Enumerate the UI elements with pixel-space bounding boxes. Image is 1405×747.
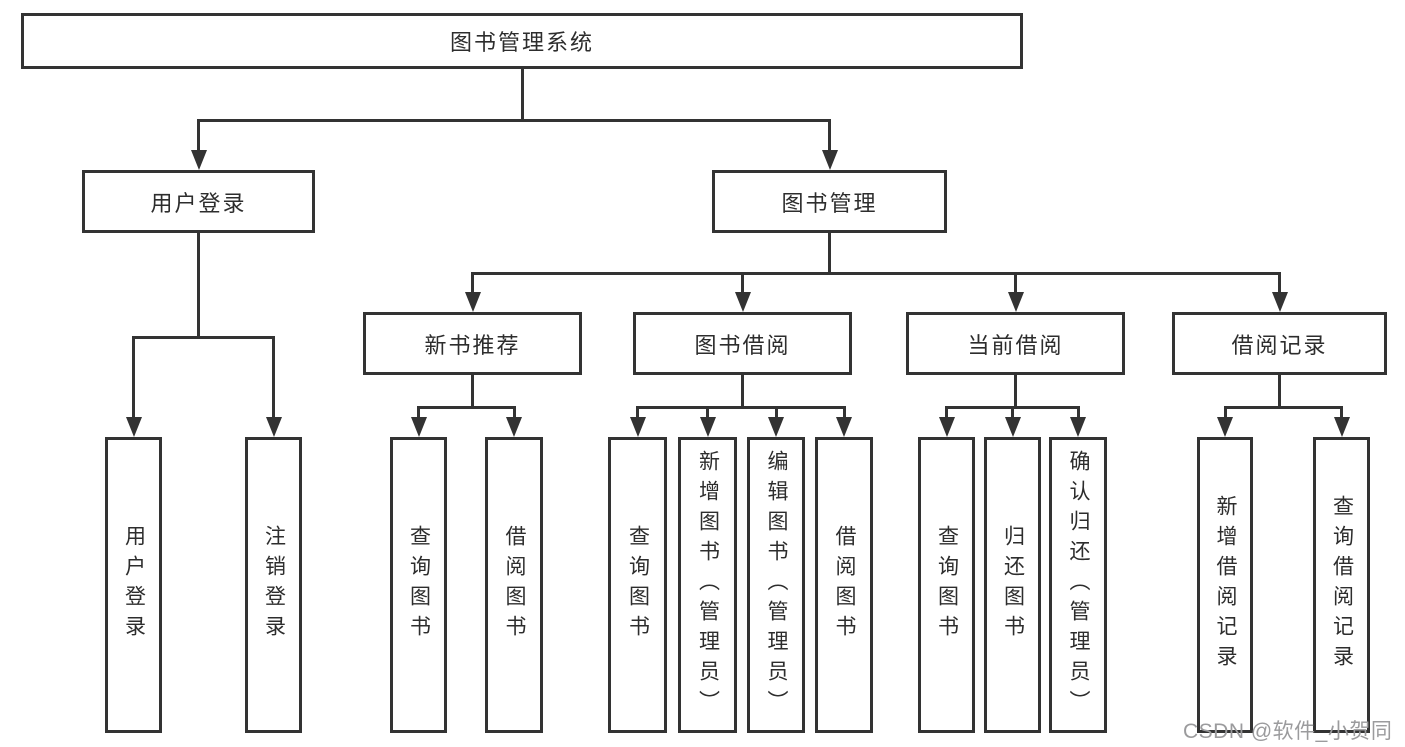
node-leaf-cb-confirm: 确认归还（管理员）: [1049, 437, 1107, 733]
node-label-leaf-cb-confirm: 确认归还（管理员）: [1067, 450, 1090, 720]
connector-parent-stem: [1278, 375, 1281, 409]
arrowhead-down-icon: [629, 417, 646, 437]
arrowhead-down-icon: [821, 150, 838, 170]
arrowhead-down-icon: [464, 292, 481, 312]
connector-child-stem: [132, 336, 135, 420]
connector-junction-line: [132, 336, 275, 339]
node-label-leaf-logout: 注销登录: [262, 525, 286, 645]
connector-child-stem: [1011, 406, 1014, 420]
node-user-login: 用户登录: [82, 170, 315, 233]
node-book-mgmt: 图书管理: [712, 170, 947, 233]
node-label-leaf-bb-edit: 编辑图书（管理员）: [765, 450, 788, 720]
arrowhead-down-icon: [699, 417, 716, 437]
node-label-leaf-bb-query: 查询图书: [626, 525, 650, 645]
node-label-leaf-nb-borrow: 借阅图书: [503, 525, 526, 645]
node-label-leaf-br-add: 新增借阅记录: [1214, 495, 1237, 675]
connector-child-stem: [1340, 406, 1343, 420]
arrowhead-down-icon: [1217, 417, 1233, 437]
arrowhead-down-icon: [410, 417, 427, 437]
node-label-leaf-cb-query: 查询图书: [935, 525, 959, 645]
connector-junction-line: [417, 406, 516, 409]
node-label-leaf-br-query: 查询借阅记录: [1330, 495, 1354, 675]
connector-child-stem: [417, 406, 420, 420]
arrowhead-down-icon: [1333, 417, 1350, 437]
connector-child-stem: [774, 406, 778, 420]
arrowhead-down-icon: [836, 417, 852, 437]
connector-junction-line: [197, 119, 831, 122]
node-leaf-br-add: 新增借阅记录: [1197, 437, 1253, 733]
arrowhead-down-icon: [125, 417, 142, 437]
node-label-new-book-rec: 新书推荐: [424, 332, 521, 358]
node-borrow-records: 借阅记录: [1172, 312, 1387, 375]
connector-child-stem: [197, 119, 200, 153]
connector-parent-stem: [741, 375, 744, 409]
connector-child-stem: [842, 406, 846, 420]
node-label-book-borrow: 图书借阅: [694, 332, 791, 358]
node-label-leaf-user-login: 用户登录: [122, 525, 146, 645]
connector-parent-stem: [197, 233, 200, 339]
node-label-root: 图书管理系统: [449, 30, 594, 55]
arrowhead-down-icon: [1271, 292, 1288, 312]
arrowhead-down-icon: [506, 417, 522, 437]
connector-child-stem: [1278, 272, 1281, 295]
connector-junction-line: [636, 406, 846, 409]
node-book-borrow: 图书借阅: [633, 312, 852, 375]
connector-parent-stem: [471, 375, 474, 409]
node-leaf-cb-return: 归还图书: [984, 437, 1041, 733]
arrowhead-down-icon: [1004, 417, 1021, 437]
node-label-borrow-records: 借阅记录: [1231, 332, 1328, 358]
node-root: 图书管理系统: [21, 13, 1023, 69]
arrowhead-down-icon: [190, 150, 207, 170]
connector-junction-line: [471, 272, 1281, 275]
arrowhead-down-icon: [938, 417, 955, 437]
node-leaf-bb-borrow: 借阅图书: [815, 437, 873, 733]
connector-child-stem: [272, 336, 275, 420]
connector-child-stem: [741, 272, 744, 295]
connector-child-stem: [512, 406, 516, 420]
node-leaf-nb-borrow: 借阅图书: [485, 437, 543, 733]
arrowhead-down-icon: [1070, 417, 1086, 437]
connector-child-stem: [636, 406, 639, 420]
connector-child-stem: [828, 119, 831, 153]
node-leaf-br-query: 查询借阅记录: [1313, 437, 1370, 733]
node-new-book-rec: 新书推荐: [363, 312, 582, 375]
arrowhead-down-icon: [734, 292, 751, 312]
connector-junction-line: [1223, 406, 1343, 409]
connector-child-stem: [471, 272, 474, 295]
node-label-leaf-bb-add: 新增图书（管理员）: [696, 450, 720, 720]
node-label-leaf-nb-query: 查询图书: [407, 525, 431, 645]
connector-child-stem: [1014, 272, 1017, 295]
connector-child-stem: [1076, 406, 1080, 420]
node-leaf-bb-add: 新增图书（管理员）: [678, 437, 737, 733]
node-label-current-borrow: 当前借阅: [967, 332, 1064, 358]
connector-parent-stem: [828, 233, 831, 275]
node-leaf-bb-query: 查询图书: [608, 437, 667, 733]
arrowhead-down-icon: [1007, 292, 1024, 312]
csdn-watermark: CSDN @软件_小贺同学: [1183, 720, 1393, 743]
node-label-user-login: 用户登录: [150, 190, 247, 216]
node-leaf-logout: 注销登录: [245, 437, 302, 733]
connector-parent-stem: [1014, 375, 1017, 409]
arrowhead-down-icon: [768, 417, 784, 437]
arrowhead-down-icon: [265, 417, 282, 437]
node-label-book-mgmt: 图书管理: [781, 190, 878, 216]
node-label-leaf-cb-return: 归还图书: [1001, 525, 1025, 645]
node-leaf-cb-query: 查询图书: [918, 437, 975, 733]
node-current-borrow: 当前借阅: [906, 312, 1125, 375]
connector-child-stem: [1223, 406, 1227, 420]
connector-child-stem: [945, 406, 948, 420]
node-label-leaf-bb-borrow: 借阅图书: [833, 525, 856, 645]
node-leaf-bb-edit: 编辑图书（管理员）: [747, 437, 805, 733]
node-leaf-nb-query: 查询图书: [390, 437, 447, 733]
connector-child-stem: [706, 406, 709, 420]
node-leaf-user-login: 用户登录: [105, 437, 162, 733]
connector-parent-stem: [520, 69, 524, 122]
